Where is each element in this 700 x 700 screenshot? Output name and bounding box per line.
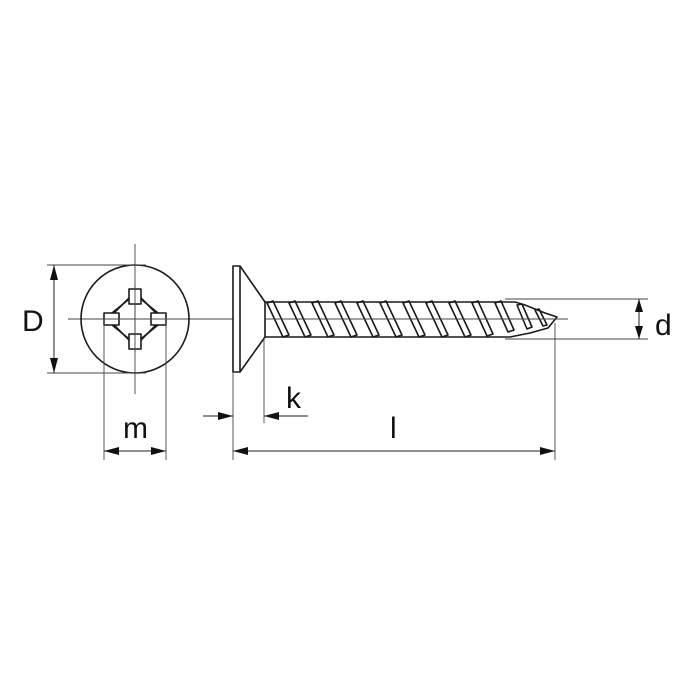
label-k: k [286,382,302,415]
label-d: d [655,309,672,342]
label-m: m [123,412,148,445]
dimension-k: k [203,337,308,460]
dimension-m: m [103,319,167,460]
label-D: D [22,305,44,338]
dimension-d: d [505,298,672,342]
side-view [200,265,568,373]
label-l: l [390,412,397,445]
head-top-view [68,244,240,394]
cross-recess-icon [100,286,170,352]
countersunk-head [232,265,266,373]
dimension-D: D [22,264,146,374]
dimension-l: l [233,323,556,460]
threaded-shank [265,300,568,338]
